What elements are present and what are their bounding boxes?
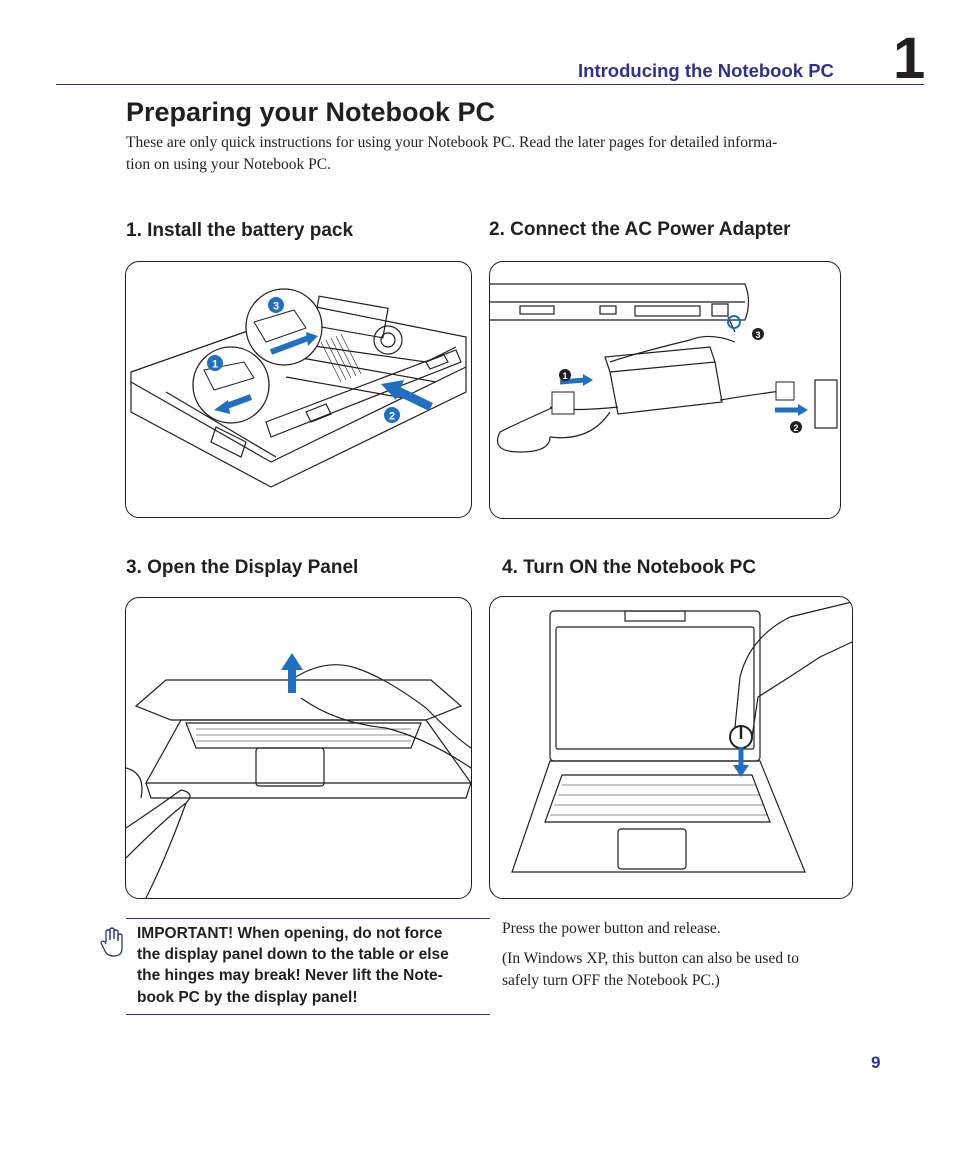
callout-3: 3 [273,301,279,313]
note-top-rule [126,918,490,919]
header-divider [56,84,924,85]
hand-icon [100,926,124,963]
power-on-illustration [489,596,853,899]
battery-illustration: 3 1 2 [125,261,472,518]
ac-adapter-illustration: 1 3 2 [489,261,841,519]
note-line-2: the display panel down to the table or e… [137,946,449,964]
power-instruction-2a: (In Windows XP, this button can also be … [502,950,800,967]
intro-line-2: tion on using your Notebook PC. [126,155,331,173]
power-instruction-2: (In Windows XP, this button can also be … [502,948,854,991]
page-title: Preparing your Notebook PC [126,97,496,127]
callout-1: 1 [212,359,218,371]
section-title: Introducing the Notebook PC [578,60,834,81]
power-instruction-2b: safely turn OFF the Notebook PC.) [502,971,720,989]
note-line-1: IMPORTANT! When opening, do not force [137,925,443,942]
callout-2: 2 [389,411,395,423]
intro-paragraph: These are only quick instructions for us… [126,132,861,175]
step-2-heading: 2. Connect the AC Power Adapter [489,219,791,240]
step-4-heading: 4. Turn ON the Notebook PC [502,557,757,578]
note-line-3: the hinges may break! Never lift the Not… [137,967,443,985]
callout-2: 2 [793,423,798,433]
note-line-4: book PC by the display panel! [137,988,358,1006]
note-bottom-rule [126,1014,490,1015]
intro-line-1: These are only quick instructions for us… [126,134,778,151]
step-3-heading: 3. Open the Display Panel [126,557,359,578]
chapter-number: 1 [893,26,926,91]
callout-1: 1 [562,371,567,381]
open-display-illustration [125,597,472,899]
step-1-heading: 1. Install the battery pack [126,220,354,241]
power-instruction-1: Press the power button and release. [502,920,721,937]
callout-3: 3 [755,330,760,340]
page-number: 9 [871,1053,881,1072]
important-note: IMPORTANT! When opening, do not force th… [137,923,487,1008]
